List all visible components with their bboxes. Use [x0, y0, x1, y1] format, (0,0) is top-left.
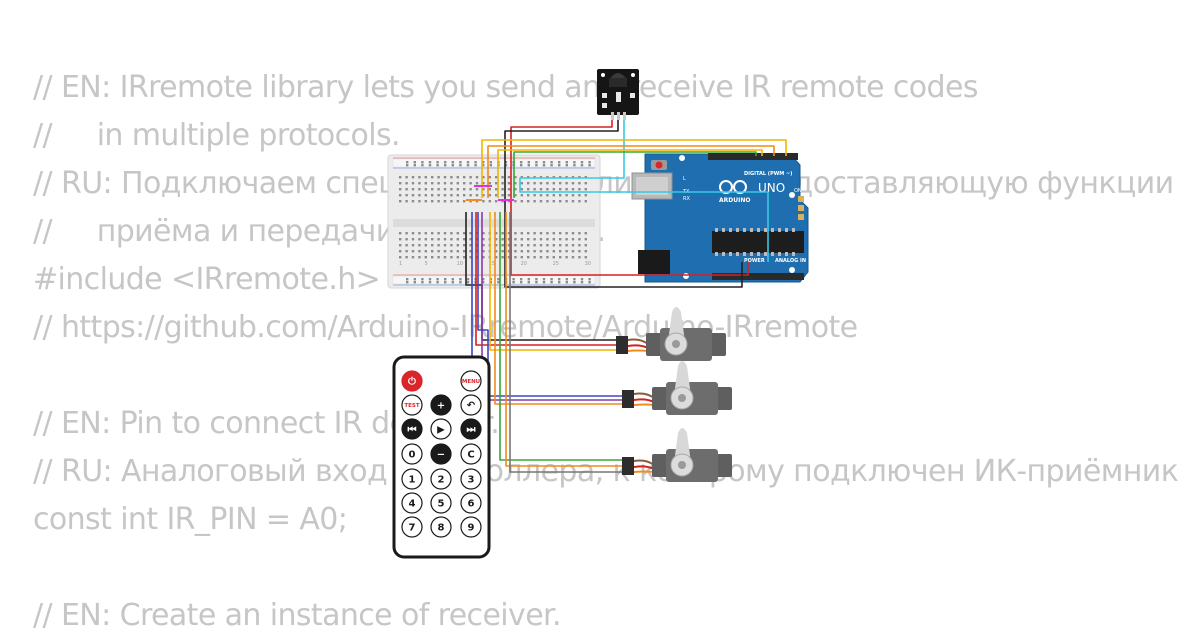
remote-buttons: ⏻ MENU TEST + ↶ ⏮ ▶ ⏭ 0 − C 1 2 3 4 5 6 7 8 9: [401, 370, 482, 538]
wire-orange-servo3: [505, 212, 622, 467]
remote-digit-1-button[interactable]: 1: [401, 468, 423, 490]
wire-red-servo1: [475, 212, 616, 346]
breadboard-column-number: 1: [399, 261, 402, 267]
remote-digit-2-button[interactable]: 2: [430, 468, 452, 490]
remote-digit-0-button[interactable]: 0: [401, 443, 423, 465]
arduino-brand-label: ARDUINO: [719, 197, 750, 204]
remote-button-label: ⏮: [408, 425, 417, 436]
remote-menu-button[interactable]: MENU: [460, 370, 482, 392]
remote-digit-5-button[interactable]: 5: [430, 492, 452, 514]
remote-button-label: MENU: [462, 379, 480, 385]
arduino-rx-label: RX: [683, 196, 690, 202]
wire-yellow-servo1: [489, 212, 616, 351]
wire-gray-servo3: [509, 212, 622, 473]
remote-button-label: 5: [438, 499, 445, 510]
code-line: // EN: IRremote library lets you send an…: [33, 70, 978, 105]
remote-button-label: 2: [438, 475, 445, 486]
breadboard-holes: [399, 161, 591, 284]
code-line: // https://github.com/Arduino-IRremote/A…: [33, 310, 858, 345]
remote-clear-button[interactable]: C: [460, 443, 482, 465]
remote-digit-3-button[interactable]: 3: [460, 468, 482, 490]
remote-button-label: 9: [468, 523, 475, 534]
breadboard-column-number: 15: [489, 261, 495, 267]
arduino-analog-label: ANALOG IN: [775, 258, 806, 264]
code-line: // EN: Create an instance of receiver.: [33, 598, 562, 630]
remote-digit-7-button[interactable]: 7: [401, 516, 423, 538]
servo-2: [622, 361, 732, 415]
remote-digit-4-button[interactable]: 4: [401, 492, 423, 514]
remote-button-label: 0: [409, 450, 416, 461]
wire-orange-1: [487, 145, 775, 198]
remote-back-button[interactable]: ↶: [460, 394, 482, 416]
breadboard-column-number: 5: [425, 261, 428, 267]
remote-button-label: 3: [468, 475, 475, 486]
remote-button-label: ↶: [467, 401, 476, 412]
servo-3: [622, 428, 732, 482]
remote-button-label: TEST: [404, 403, 419, 409]
wire-yellow-1: [481, 139, 787, 198]
remote-button-label: 7: [409, 523, 416, 534]
remote-button-label: ⏭: [467, 425, 476, 436]
remote-button-label: ⏻: [408, 376, 416, 388]
remote-power-button[interactable]: ⏻: [401, 370, 423, 392]
breadboard-column-number: 20: [521, 261, 527, 267]
remote-button-label: −: [437, 450, 445, 461]
remote-button-label: ▶: [437, 425, 445, 436]
code-line: // in multiple protocols.: [33, 118, 401, 153]
remote-minus-button[interactable]: −: [430, 443, 452, 465]
remote-forward-button[interactable]: ⏭: [460, 418, 482, 440]
wire-yellow-2: [497, 149, 763, 198]
remote-play-button[interactable]: ▶: [430, 418, 452, 440]
remote-digit-6-button[interactable]: 6: [460, 492, 482, 514]
wire-green-servo3: [499, 212, 622, 461]
breadboard-column-number: 25: [553, 261, 559, 267]
remote-button-label: C: [467, 450, 474, 461]
arduino-uno-label: UNO: [758, 181, 785, 195]
servo-1: [616, 307, 726, 361]
wire-green-1: [513, 151, 757, 198]
breadboard-column-number: 30: [585, 261, 591, 267]
ir-receiver-module: [597, 69, 639, 120]
wire-black-ground: [504, 120, 743, 288]
wire-orange-servo2: [494, 212, 622, 405]
remote-plus-button[interactable]: +: [430, 394, 452, 416]
wires: [465, 120, 787, 473]
arduino-uno: UNO ARDUINO DIGITAL (PWM ~) ANALOG IN PO…: [631, 153, 809, 283]
arduino-digital-label: DIGITAL (PWM ~): [744, 171, 792, 177]
arduino-l-label: L: [683, 176, 686, 182]
remote-test-button[interactable]: TEST: [401, 394, 423, 416]
remote-digit-8-button[interactable]: 8: [430, 516, 452, 538]
ir-remote: ⏻ MENU TEST + ↶ ⏮ ▶ ⏭ 0 − C 1 2 3 4 5 6 7 8 9: [392, 355, 491, 559]
remote-button-label: 8: [438, 523, 445, 534]
remote-button-label: +: [437, 401, 445, 412]
remote-button-label: 1: [409, 475, 416, 486]
wire-cyan-signal: [519, 120, 769, 262]
remote-rewind-button[interactable]: ⏮: [401, 418, 423, 440]
remote-button-label: 6: [468, 499, 475, 510]
breadboard-column-number: 10: [457, 261, 463, 267]
remote-digit-9-button[interactable]: 9: [460, 516, 482, 538]
arduino-on-label: ON: [794, 188, 802, 194]
code-line: #include <IRremote.h>: [33, 262, 381, 297]
code-line: const int IR_PIN = A0;: [33, 502, 348, 537]
arduino-power-label: POWER: [744, 258, 765, 264]
remote-button-label: 4: [409, 499, 416, 510]
